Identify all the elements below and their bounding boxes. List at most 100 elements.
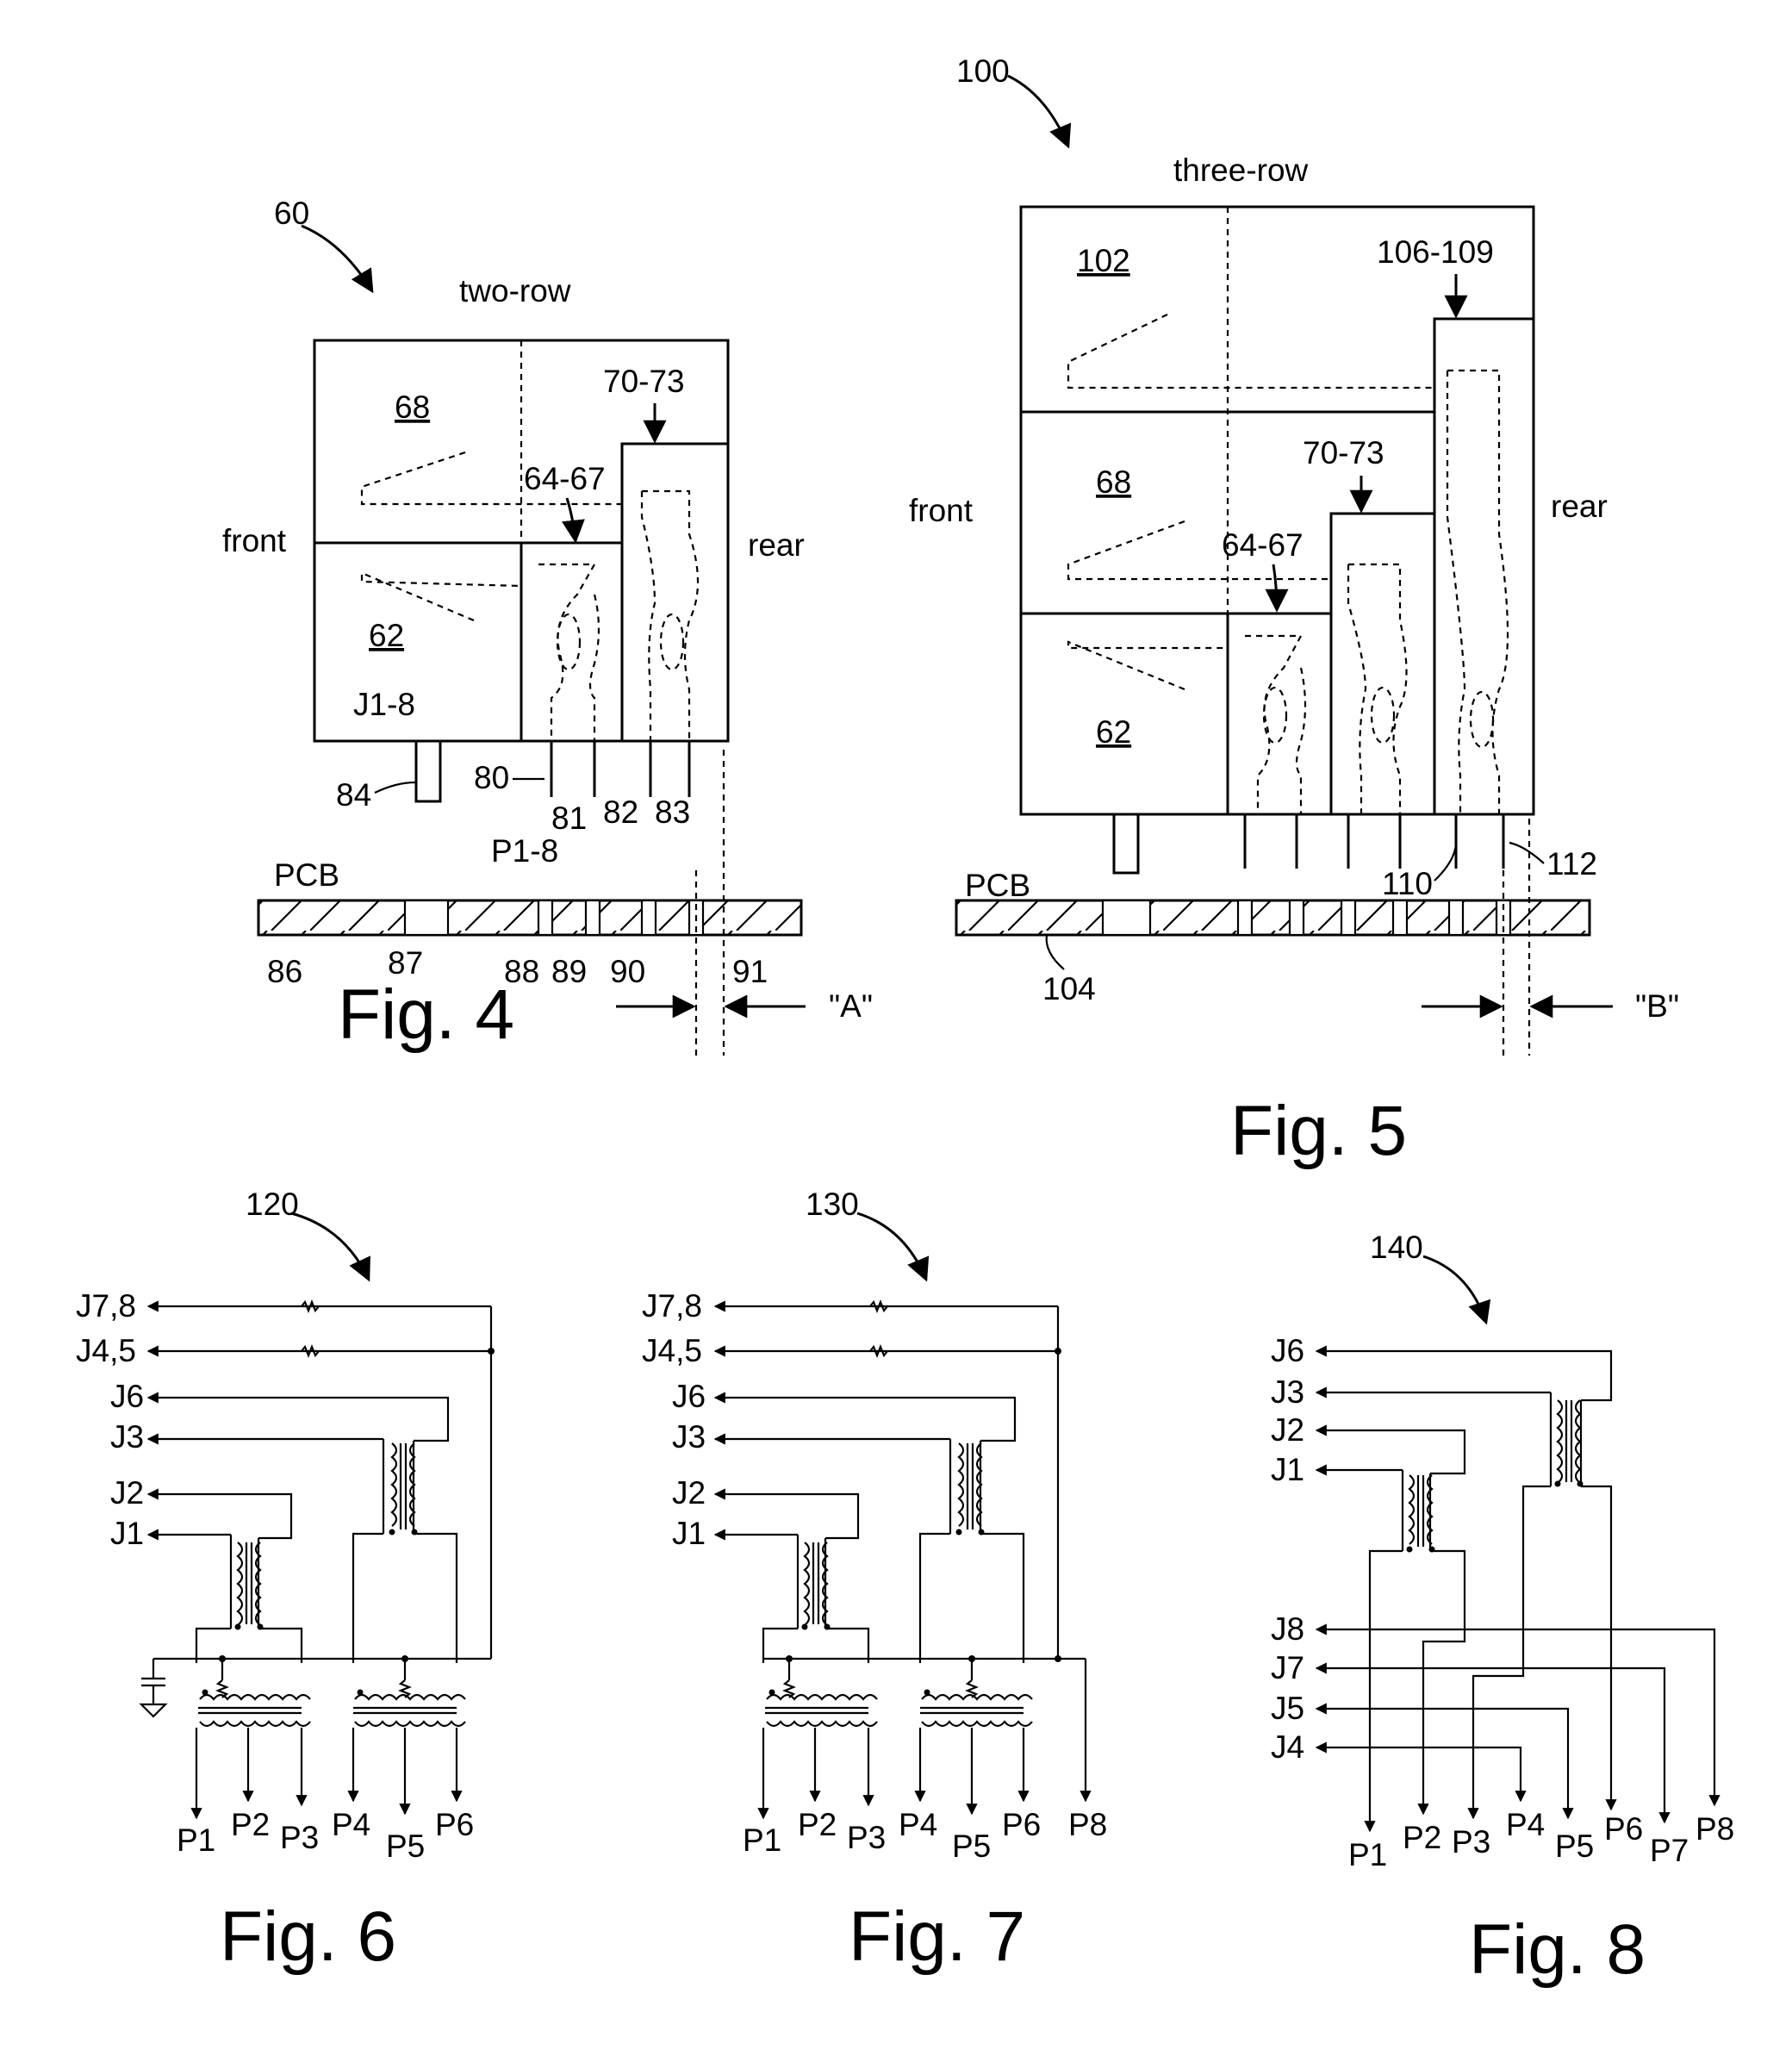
fig8-label-p7: P7: [1650, 1833, 1689, 1868]
fig8-caption: Fig. 8: [1469, 1910, 1646, 1989]
fig8-t2-dot-a: [1554, 1480, 1561, 1487]
fig4-tall-module: [620, 442, 730, 743]
fig4-hole-86-label: 86: [267, 954, 302, 989]
fig7-c2-resistor: [965, 1679, 979, 1698]
fig4-ref-arrow: [301, 224, 374, 294]
fig6-t1-dot-a: [234, 1623, 241, 1630]
fig6-t2-to-cm-b: [414, 1532, 458, 1663]
fig4-jacks-label: J1-8: [353, 687, 415, 722]
fig7-line-j2: [713, 1488, 860, 1540]
figure-8: 140 J6 J3 J2 J1: [1271, 1230, 1734, 1989]
fig8-input-j1: J1: [1271, 1452, 1304, 1487]
fig5-pcb-board: [955, 899, 1591, 937]
fig4-block-upper-label: 68: [395, 389, 430, 425]
fig7-ref-arrow: [856, 1212, 930, 1282]
fig8-label-p6: P6: [1604, 1811, 1643, 1847]
fig6-c1-resistor: [215, 1679, 229, 1698]
fig4-dim-label: "A": [829, 988, 873, 1024]
fig7-input-j1: J1: [672, 1516, 706, 1551]
fig6-c2-coil-top: [354, 1693, 466, 1701]
fig7-resistor-j78: [869, 1299, 888, 1313]
fig5-dim-label: "B": [1635, 988, 1679, 1024]
fig6-c2-coil-bottom: [354, 1720, 466, 1728]
fig5-title: three-row: [1173, 153, 1309, 188]
fig4-pin-80-label: 80: [474, 760, 509, 795]
fig5-mid-contact-b: [1347, 564, 1367, 814]
fig4-small-contact-a: [538, 563, 596, 741]
fig5-tall-contact-b: [1446, 371, 1466, 814]
fig7-label-p2: P2: [798, 1807, 837, 1842]
fig5-small-module-arrow: [1265, 564, 1289, 613]
fig7-choke-1: [765, 1659, 878, 1728]
fig5-caption: Fig. 5: [1230, 1092, 1407, 1170]
fig4-small-module-label: 64-67: [524, 461, 606, 496]
fig5-tall-loop: [1469, 690, 1495, 749]
fig6-c2-dot: [357, 1689, 364, 1696]
fig4-small-contact-b: [588, 594, 600, 741]
fig4-rear-label: rear: [748, 527, 805, 563]
fig6-line-j6: [146, 1392, 450, 1442]
fig5-small-loop: [1262, 686, 1288, 744]
fig7-input-j6: J6: [672, 1379, 706, 1414]
fig6-input-j3: J3: [110, 1419, 144, 1455]
fig5-pcb-label: PCB: [965, 868, 1030, 903]
fig8-label-p4: P4: [1506, 1807, 1545, 1842]
fig7-label-p3: P3: [847, 1820, 886, 1855]
fig6-t1-coil-b: [254, 1542, 262, 1626]
fig8-input-j7: J7: [1271, 1650, 1304, 1685]
figure-4: 60 two-row 68 62 J1-8 front rear 70-73 6…: [222, 196, 873, 1056]
fig6-node-c2: [401, 1655, 408, 1662]
fig4-pcb-board: [257, 899, 803, 937]
fig7-node-rail: [1055, 1655, 1061, 1662]
fig5-bottom-trace: [1067, 640, 1228, 691]
fig6-input-j45: J4,5: [76, 1333, 136, 1368]
fig8-out-p6: [1581, 1485, 1617, 1811]
fig6-transformer-2: [382, 1439, 418, 1536]
fig6-c2-resistor: [398, 1679, 412, 1698]
fig7-ref-label: 130: [806, 1187, 859, 1222]
fig4-hole-87: [403, 899, 450, 937]
fig8-transformer-1: [1401, 1470, 1435, 1553]
figure-6: 120 J7,8 J4,5 J6 J3 J2 J1: [76, 1187, 495, 1976]
fig5-hole-1: [1236, 899, 1254, 937]
fig5-middle-trace: [1067, 520, 1331, 581]
fig4-hole-88-label: 88: [504, 954, 539, 989]
fig8-input-j5: J5: [1271, 1691, 1304, 1726]
fig4-tall-loop: [659, 613, 685, 671]
fig4-tall-contact-b: [640, 491, 656, 741]
fig6-label-p6: P6: [435, 1807, 474, 1842]
fig8-t1-dot-a: [1406, 1546, 1413, 1553]
fig5-block-bottom-label: 62: [1096, 714, 1131, 750]
fig6-ground-icon: [139, 1703, 168, 1718]
fig5-board-label: 104: [1042, 971, 1096, 1006]
fig8-label-p8: P8: [1696, 1811, 1734, 1847]
fig5-hole-3: [1340, 899, 1357, 937]
fig6-c1-dot: [202, 1689, 208, 1696]
fig7-label-p8: P8: [1068, 1807, 1107, 1842]
fig4-hole-87-label: 87: [388, 945, 423, 981]
fig8-line-j2: [1315, 1424, 1466, 1475]
fig8-line-j6: [1315, 1345, 1613, 1402]
fig5-ref-label: 100: [956, 53, 1010, 89]
fig6-label-p4: P4: [332, 1807, 370, 1842]
fig6-choke-1: [198, 1659, 311, 1728]
fig6-c1-coil-bottom: [199, 1720, 311, 1728]
fig8-input-j3: J3: [1271, 1374, 1304, 1410]
fig7-t2-to-cm-a: [918, 1532, 950, 1663]
fig5-block-middle-label: 68: [1096, 464, 1131, 500]
fig7-c2-coil-bottom: [921, 1720, 1033, 1728]
fig7-line-j6: [713, 1392, 1017, 1442]
fig8-label-p3: P3: [1452, 1824, 1490, 1860]
fig7-c1-coil-bottom: [766, 1720, 878, 1728]
fig4-pin-82-label: 82: [603, 794, 638, 830]
fig6-input-j2: J2: [110, 1475, 144, 1511]
fig7-t1-to-cm-b: [825, 1627, 870, 1663]
fig7-node-j45: [1055, 1348, 1061, 1355]
fig7-input-j2: J2: [672, 1475, 706, 1511]
fig6-transformer-1: [229, 1535, 264, 1630]
fig6-line-j2: [146, 1488, 293, 1540]
fig5-pin-110-leader: [1434, 844, 1458, 881]
fig8-line-j4-p4: [1315, 1741, 1527, 1803]
fig7-c2-coil-top: [921, 1693, 1033, 1701]
fig6-resistor-j45: [301, 1344, 320, 1358]
